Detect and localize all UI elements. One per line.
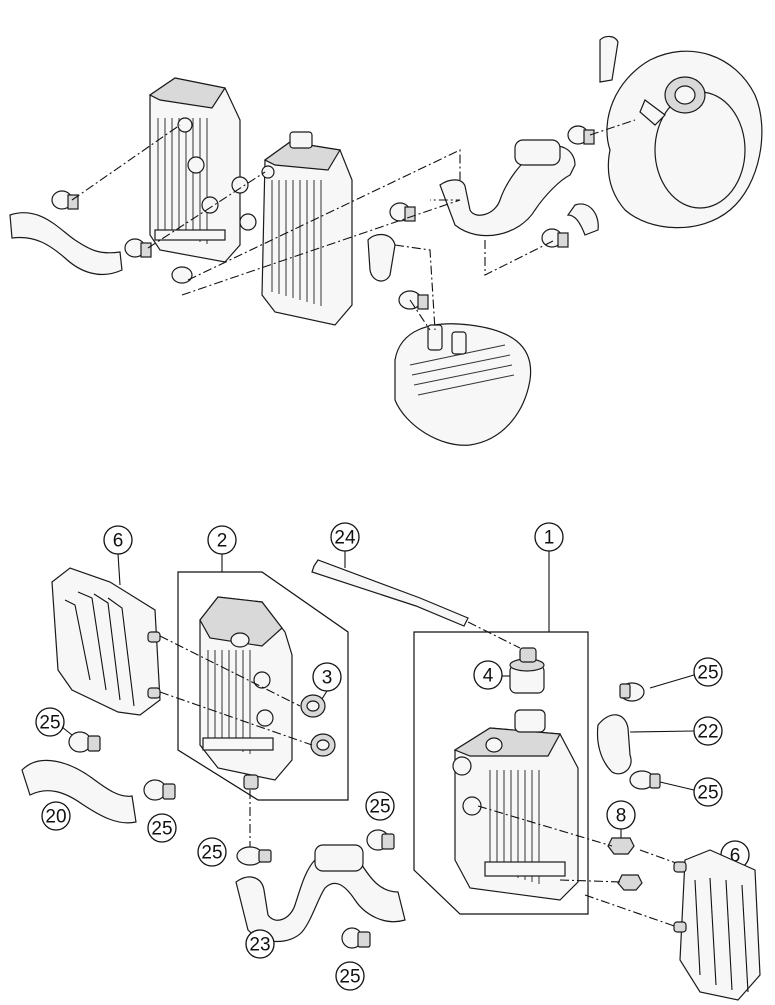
callout-1: 1 xyxy=(534,522,564,632)
hose-clamp-e xyxy=(236,846,272,866)
overview-right-radiator xyxy=(231,131,353,326)
callout-25-f: 25 xyxy=(365,791,395,821)
callout-24: 24 xyxy=(330,522,360,568)
overview-left-radiator xyxy=(148,77,241,263)
coolant-hose-23 xyxy=(235,844,406,943)
svg-text:1: 1 xyxy=(544,528,555,549)
assembly-overview xyxy=(9,35,763,446)
svg-text:2: 2 xyxy=(217,531,228,552)
grommet-upper xyxy=(300,694,326,718)
callout-25-d: 25 xyxy=(659,777,723,807)
radiator-1-group-frame xyxy=(413,631,589,915)
hose-clamp-f xyxy=(366,829,395,851)
svg-text:6: 6 xyxy=(730,846,741,867)
svg-text:25: 25 xyxy=(151,819,172,840)
right-radiator xyxy=(452,709,579,901)
callout-3: 3 xyxy=(312,662,342,703)
radiator-cap xyxy=(509,647,545,694)
svg-text:22: 22 xyxy=(697,722,718,743)
screw-upper xyxy=(607,837,635,855)
svg-text:3: 3 xyxy=(322,668,333,689)
overview-hose-center xyxy=(439,139,599,237)
svg-text:8: 8 xyxy=(616,806,627,827)
svg-text:20: 20 xyxy=(45,807,66,828)
svg-text:25: 25 xyxy=(201,843,222,864)
overview-clamps xyxy=(51,125,595,310)
callout-25-a: 25 xyxy=(35,707,73,737)
callout-25-e: 25 xyxy=(197,837,227,867)
overview-hose-left xyxy=(9,212,123,276)
callout-4: 4 xyxy=(473,660,510,690)
radiator-hose-20 xyxy=(21,759,137,824)
svg-text:25: 25 xyxy=(369,797,390,818)
callout-25-b: 25 xyxy=(147,813,177,843)
left-radiator-shroud xyxy=(51,567,161,716)
svg-text:25: 25 xyxy=(697,663,718,684)
callout-8: 8 xyxy=(606,800,636,838)
grommet-lower xyxy=(310,733,336,757)
callout-25-c: 25 xyxy=(649,657,723,689)
radiator-2-group-frame xyxy=(177,571,349,801)
hose-clamp-b xyxy=(143,779,176,801)
right-radiator-shroud xyxy=(673,849,761,1001)
hose-clamp-a xyxy=(68,731,101,753)
svg-text:25: 25 xyxy=(339,967,360,988)
svg-text:25: 25 xyxy=(39,713,60,734)
hose-clamp-d xyxy=(629,770,661,790)
overflow-hose-24 xyxy=(311,559,521,649)
left-radiator xyxy=(199,596,293,790)
svg-text:4: 4 xyxy=(483,666,494,687)
callout-25-g: 25 xyxy=(335,961,365,991)
svg-text:24: 24 xyxy=(334,528,356,549)
callout-6-left: 6 xyxy=(103,525,133,586)
callout-23: 23 xyxy=(245,929,275,959)
svg-text:23: 23 xyxy=(249,935,270,956)
callout-2: 2 xyxy=(207,525,237,572)
callout-22: 22 xyxy=(629,716,723,746)
hose-clamp-g xyxy=(341,927,371,949)
overview-cylinder-head xyxy=(394,323,532,446)
svg-text:6: 6 xyxy=(113,531,124,552)
hose-clamp-c xyxy=(619,682,645,702)
screw-lower xyxy=(617,874,643,891)
callout-20: 20 xyxy=(41,801,71,831)
coolant-hose-22 xyxy=(596,714,632,775)
overview-clutch-cover xyxy=(599,35,763,229)
svg-text:25: 25 xyxy=(697,783,718,804)
